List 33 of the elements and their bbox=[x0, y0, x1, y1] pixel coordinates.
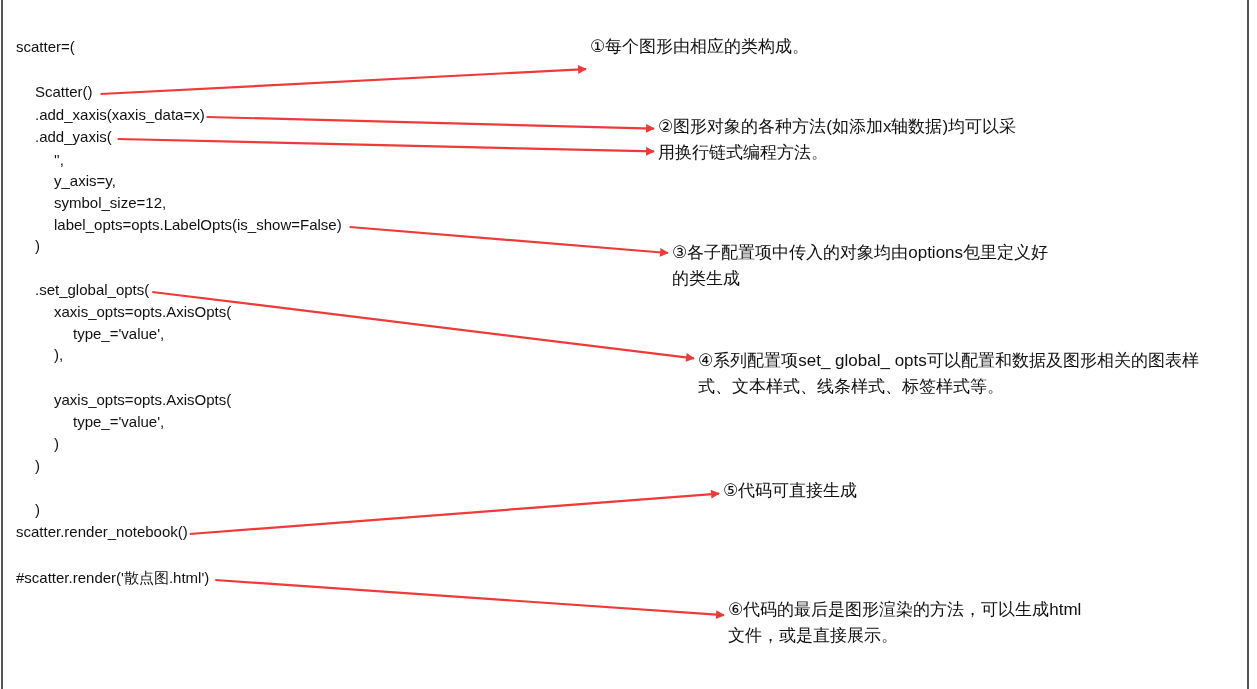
code-line: label_opts=opts.LabelOpts(is_show=False) bbox=[54, 215, 342, 235]
arrow bbox=[349, 225, 669, 257]
code-line: scatter=( bbox=[16, 37, 75, 57]
code-line: .add_xaxis(xaxis_data=x) bbox=[35, 105, 205, 125]
code-line: .add_yaxis( bbox=[35, 127, 112, 147]
annotation-text: ⑤代码可直接生成 bbox=[723, 478, 1123, 504]
code-line: scatter.render_notebook() bbox=[16, 522, 188, 542]
annotation-text: ⑥代码的最后是图形渲染的方法，可以生成html文件，或是直接展示。 bbox=[728, 597, 1098, 649]
annotation-text: ②图形对象的各种方法(如添加x轴数据)均可以采用换行链式编程方法。 bbox=[658, 114, 1018, 166]
code-line: type_='value', bbox=[73, 324, 165, 344]
arrow bbox=[100, 65, 587, 96]
arrow bbox=[152, 290, 695, 362]
code-line: Scatter() bbox=[35, 82, 93, 102]
arrow bbox=[189, 489, 720, 536]
code-line: #scatter.render('散点图.html') bbox=[16, 568, 210, 588]
annotation-text: ①每个图形由相应的类构成。 bbox=[590, 34, 1010, 60]
code-line: xaxis_opts=opts.AxisOpts( bbox=[54, 302, 232, 322]
code-line: '', bbox=[54, 150, 64, 170]
arrow bbox=[117, 137, 655, 156]
annotation-text: ③各子配置项中传入的对象均由options包里定义好的类生成 bbox=[672, 240, 1062, 292]
code-line: ) bbox=[35, 236, 40, 256]
arrow bbox=[215, 578, 725, 620]
code-line: ), bbox=[54, 345, 64, 365]
arrow bbox=[206, 115, 655, 133]
code-line: y_axis=y, bbox=[54, 171, 116, 191]
code-line: yaxis_opts=opts.AxisOpts( bbox=[54, 390, 232, 410]
code-line: symbol_size=12, bbox=[54, 193, 167, 213]
code-line: .set_global_opts( bbox=[35, 280, 150, 300]
code-line: ) bbox=[35, 456, 40, 476]
code-line: type_='value', bbox=[73, 412, 165, 432]
annotation-text: ④系列配置项set_ global_ opts可以配置和数据及图形相关的图表样式、文本样式、线条样式、标签样式等。 bbox=[698, 348, 1218, 400]
code-line: ) bbox=[54, 434, 59, 454]
code-line: ) bbox=[35, 500, 40, 520]
